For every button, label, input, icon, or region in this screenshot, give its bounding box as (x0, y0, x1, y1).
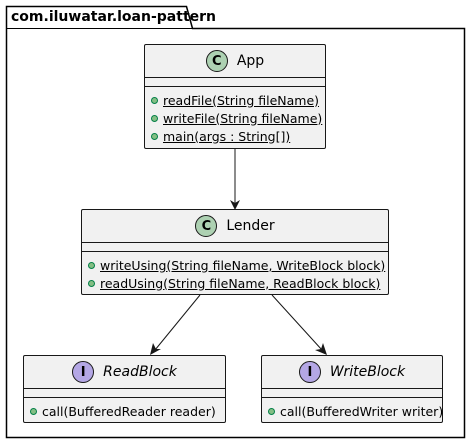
interface-circle-icon: I (72, 361, 95, 383)
class-app-separator (145, 86, 325, 87)
package-name: com.iluwatar.loan-pattern (11, 9, 216, 25)
method-row: readFile(String fileName) (151, 91, 319, 109)
interface-writeblock-separator (262, 397, 442, 398)
interface-readblock: I ReadBlock call(BufferedReader reader) (23, 355, 226, 423)
class-lender-separator (82, 242, 388, 243)
public-method-icon (88, 261, 95, 269)
interface-readblock-separator (24, 397, 225, 398)
interface-writeblock-header: I WriteBlock (262, 356, 442, 388)
class-lender-name: Lender (226, 218, 275, 234)
class-lender-separator (82, 251, 388, 252)
method-row: readUsing(String fileName, ReadBlock blo… (88, 274, 382, 292)
class-app-methods: readFile(String fileName) writeFile(Stri… (145, 87, 325, 149)
class-lender-attributes (82, 243, 388, 251)
public-method-icon (151, 96, 158, 104)
method-signature: writeUsing(String fileName, WriteBlock b… (100, 257, 386, 273)
method-signature: call(BufferedWriter writer) (280, 403, 444, 419)
public-method-icon (30, 407, 37, 415)
interface-writeblock-name: WriteBlock (329, 364, 406, 380)
class-circle-icon: C (195, 215, 218, 237)
class-app-separator (145, 77, 325, 78)
interface-writeblock-methods: call(BufferedWriter writer) (262, 398, 443, 424)
method-row: main(args : String[]) (151, 127, 319, 145)
interface-readblock-name: ReadBlock (103, 364, 177, 380)
interface-writeblock-separator (262, 388, 442, 389)
method-row: call(BufferedReader reader) (30, 402, 219, 420)
interface-circle-icon: I (298, 361, 321, 383)
method-row: writeUsing(String fileName, WriteBlock b… (88, 256, 386, 274)
method-signature: main(args : String[]) (163, 128, 291, 144)
interface-writeblock-attributes (262, 389, 442, 397)
public-method-icon (151, 132, 158, 140)
interface-readblock-methods: call(BufferedReader reader) (24, 398, 225, 424)
interface-readblock-header: I ReadBlock (24, 356, 225, 388)
class-lender-methods: writeUsing(String fileName, WriteBlock b… (82, 252, 388, 296)
class-app-name: App (236, 53, 265, 69)
class-app-header: C App (145, 45, 325, 77)
public-method-icon (88, 279, 95, 287)
arrowhead-lender-writeblock (315, 343, 327, 355)
package-frame (5, 5, 466, 439)
class-lender-header: C Lender (82, 210, 388, 242)
edge-lender-writeblock (271, 294, 323, 351)
method-signature: readUsing(String fileName, ReadBlock blo… (100, 275, 381, 291)
class-circle-icon: C (205, 50, 228, 72)
arrowhead-lender-readblock (150, 343, 161, 355)
method-row: writeFile(String fileName) (151, 109, 323, 127)
public-method-icon (151, 114, 158, 122)
interface-writeblock: I WriteBlock call(BufferedWriter writer) (261, 355, 443, 423)
class-app: C App readFile(String fileName) writeFil… (144, 44, 326, 149)
method-signature: call(BufferedReader reader) (42, 403, 216, 419)
public-method-icon (268, 407, 275, 415)
class-app-attributes (145, 78, 325, 86)
method-signature: readFile(String fileName) (163, 92, 320, 108)
edge-lender-readblock (154, 294, 201, 351)
interface-readblock-attributes (24, 389, 225, 397)
method-row: call(BufferedWriter writer) (268, 402, 443, 420)
class-lender: C Lender writeUsing(String fileName, Wri… (81, 209, 389, 295)
interface-readblock-separator (24, 388, 225, 389)
arrowhead-app-lender (230, 200, 240, 210)
method-signature: writeFile(String fileName) (163, 110, 323, 126)
